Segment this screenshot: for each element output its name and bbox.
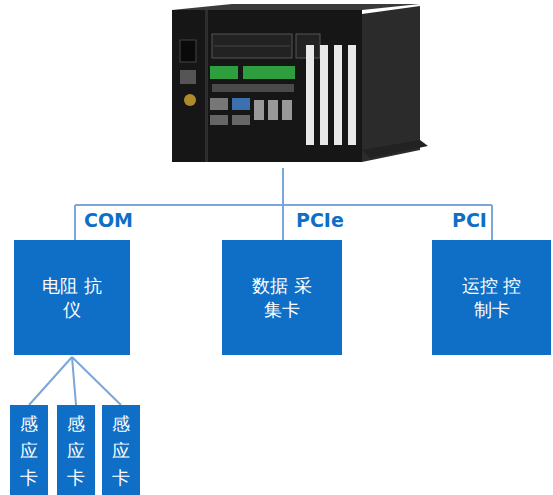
bus-lines bbox=[75, 168, 492, 240]
mounting-foot bbox=[362, 140, 428, 158]
port bbox=[232, 115, 250, 125]
box-text: 运控 控制卡 bbox=[462, 274, 522, 322]
bus-drop bbox=[282, 205, 284, 240]
expansion-slot bbox=[320, 45, 328, 145]
io-row bbox=[212, 84, 294, 92]
bus-drop bbox=[74, 205, 76, 240]
connector-line bbox=[72, 357, 121, 405]
card-box: 运控 控制卡 bbox=[432, 240, 551, 355]
green-connector bbox=[210, 66, 238, 79]
port bbox=[254, 100, 264, 120]
interface-label: PCI bbox=[452, 209, 487, 231]
card-box: 数据 采集卡 bbox=[222, 240, 342, 355]
industrial-pc bbox=[172, 4, 428, 162]
expansion-slot bbox=[348, 45, 356, 145]
port bbox=[282, 100, 292, 120]
expansion-slot bbox=[306, 45, 314, 145]
port bbox=[210, 115, 228, 125]
connector-line bbox=[29, 357, 72, 405]
sensor-card-box: 感 应 卡 bbox=[102, 405, 140, 495]
fan-grill bbox=[184, 94, 196, 106]
port bbox=[232, 98, 250, 110]
bus-trunk bbox=[282, 168, 284, 205]
interface-label: PCIe bbox=[296, 209, 344, 231]
port bbox=[210, 98, 228, 110]
port bbox=[268, 100, 278, 120]
box-text: 数据 采集卡 bbox=[252, 274, 312, 322]
box-text: 电阻 抗仪 bbox=[42, 274, 102, 322]
interface-label: COM bbox=[84, 209, 133, 231]
power-switch bbox=[180, 40, 196, 62]
pc-top-panel bbox=[172, 4, 420, 10]
sensor-card-box: 感 应 卡 bbox=[10, 405, 48, 495]
connector-line bbox=[72, 357, 76, 405]
sensor-card-box: 感 应 卡 bbox=[57, 405, 95, 495]
box-text: 感 应 卡 bbox=[19, 410, 39, 491]
expansion-slot bbox=[334, 45, 342, 145]
pc-seam bbox=[205, 10, 208, 162]
pc-front-panel bbox=[172, 10, 362, 162]
box-text: 感 应 卡 bbox=[111, 410, 131, 491]
device-box: 电阻 抗仪 bbox=[14, 240, 130, 355]
dvd-slot bbox=[214, 46, 290, 47]
box-text: 感 应 卡 bbox=[66, 410, 86, 491]
bus-drop bbox=[491, 205, 493, 240]
pc-side-panel bbox=[362, 6, 420, 162]
power-inlet bbox=[180, 70, 196, 84]
green-connector bbox=[243, 66, 295, 79]
dvd-drive bbox=[212, 34, 292, 58]
